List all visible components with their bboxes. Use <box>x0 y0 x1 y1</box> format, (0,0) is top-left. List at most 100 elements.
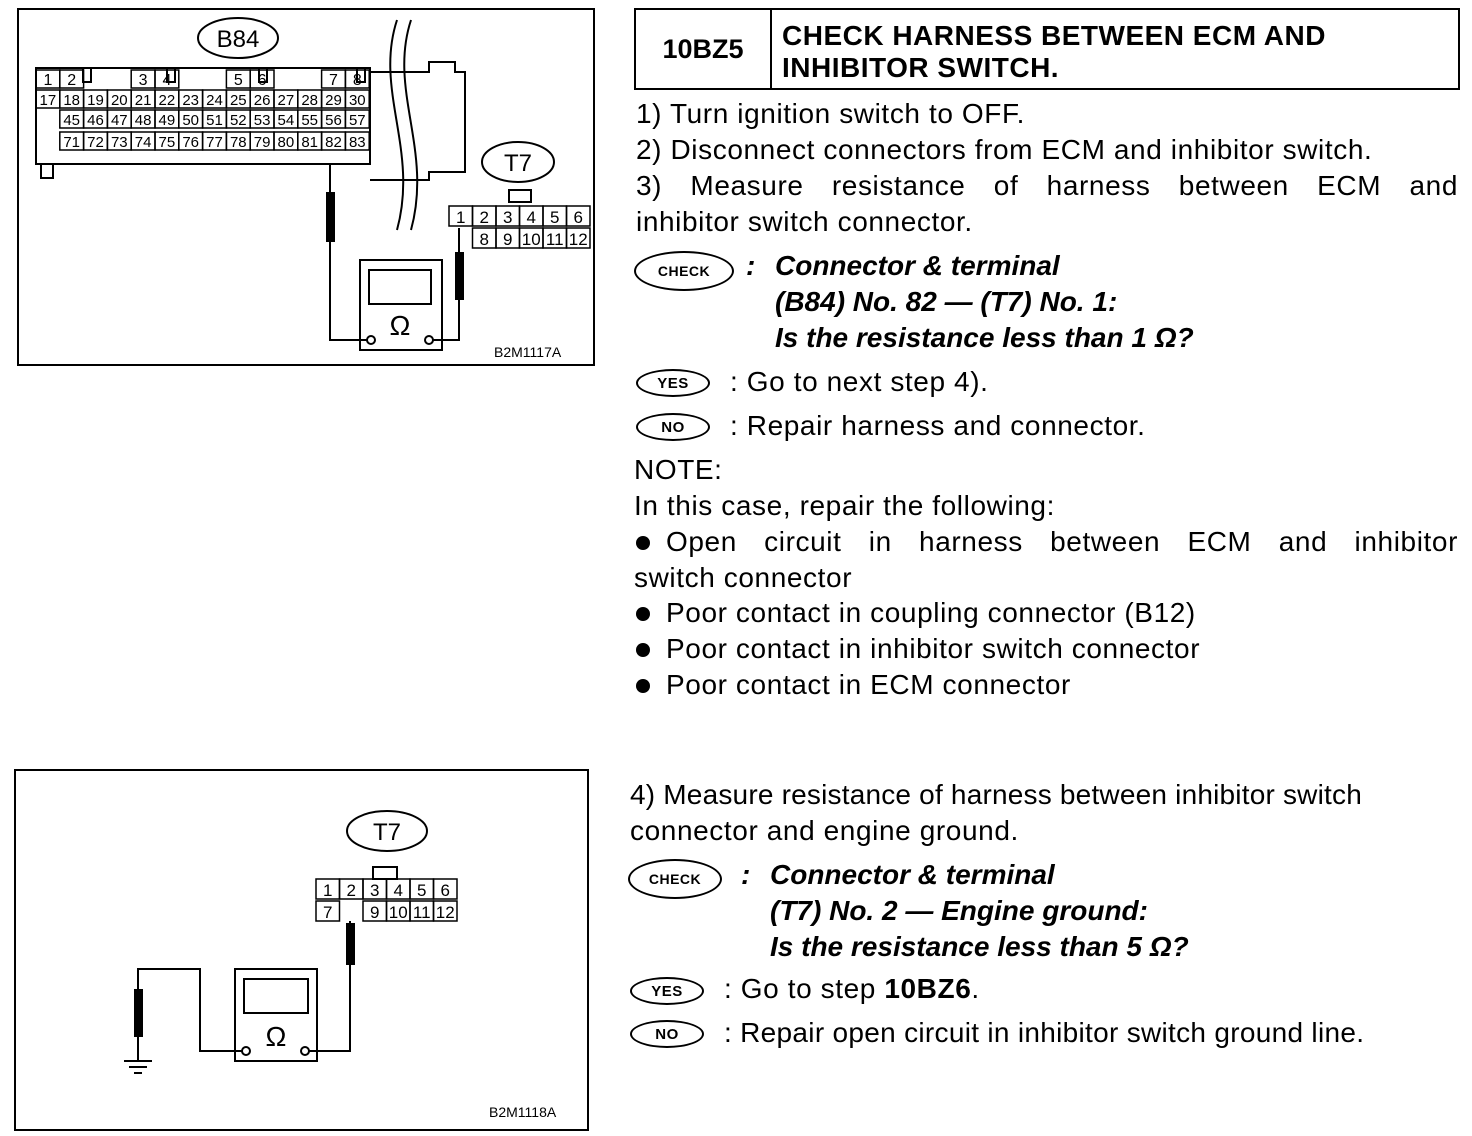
check-line-3: Is the resistance less than 5 Ω? <box>770 931 1189 962</box>
cut-line-left <box>389 19 405 231</box>
b84-label-oval <box>197 17 279 59</box>
no-text: : Repair open circuit in inhibitor switc… <box>724 1017 1365 1048</box>
terminal-number: 2 <box>67 72 76 89</box>
terminal-cell <box>249 69 275 89</box>
terminal-number: 6 <box>574 208 583 227</box>
terminal-number: 74 <box>135 134 152 151</box>
no-badge: NO <box>636 413 710 441</box>
terminal-number: 25 <box>230 92 247 109</box>
check-line-1: Connector & terminal <box>770 859 1055 890</box>
terminal-number: 4 <box>527 208 536 227</box>
terminal-number: 45 <box>63 112 80 129</box>
terminal-number: 79 <box>254 134 271 151</box>
terminal-cell <box>315 900 341 922</box>
instruction-3-line2: inhibitor switch connector. <box>636 206 973 237</box>
b84-label: B84 <box>217 26 260 53</box>
terminal-number: 71 <box>63 134 80 151</box>
check-badge: CHECK <box>634 251 734 291</box>
no-badge: NO <box>630 1020 704 1048</box>
terminal-number: 3 <box>139 72 148 89</box>
terminal-number: 53 <box>254 112 271 129</box>
terminal-cell <box>344 89 370 109</box>
cut-line-right <box>403 19 419 231</box>
step4-instruction-line1: 4) Measure resistance of harness between… <box>630 779 1362 810</box>
ohmmeter <box>359 259 443 351</box>
terminal-number: 30 <box>349 92 366 109</box>
figure-code: B2M1117A <box>494 344 562 360</box>
terminal-number: 73 <box>111 134 128 151</box>
terminal-number: 12 <box>436 903 455 922</box>
terminal-number: 51 <box>206 112 223 129</box>
terminal-number: 76 <box>182 134 199 151</box>
ohmmeter <box>234 968 318 1062</box>
check-line-2: (B84) No. 82 — (T7) No. 1: <box>775 286 1118 317</box>
terminal-number: 23 <box>182 92 199 109</box>
terminal-number: 47 <box>111 112 128 129</box>
terminal-number: 21 <box>135 92 152 109</box>
terminal-number: 17 <box>40 92 57 109</box>
terminal-number: 52 <box>230 112 247 129</box>
t7-label: T7 <box>504 150 532 177</box>
terminal-number: 29 <box>325 92 342 109</box>
terminal-number: 7 <box>329 72 338 89</box>
terminal-number: 78 <box>230 134 247 151</box>
check-colon: : <box>746 250 756 281</box>
check-line-1: Connector & terminal <box>775 250 1060 281</box>
terminal-number: 80 <box>278 134 295 151</box>
instruction-2: 2) Disconnect connectors from ECM and in… <box>636 134 1373 165</box>
probe-t7 <box>455 252 464 300</box>
terminal-number: 48 <box>135 112 152 129</box>
terminal-number: 12 <box>569 230 588 249</box>
terminal-number: 18 <box>63 92 80 109</box>
terminal-cell <box>344 69 370 89</box>
note-label: NOTE: <box>634 454 723 485</box>
terminal-number: 5 <box>234 72 243 89</box>
terminal-cell <box>344 131 370 151</box>
terminal-number: 83 <box>349 134 366 151</box>
check-colon: : <box>741 859 751 890</box>
step4-instruction-line2: connector and engine ground. <box>630 815 1019 846</box>
no-text: : Repair harness and connector. <box>730 410 1146 441</box>
terminal-number: 5 <box>417 881 426 900</box>
t7-label-oval <box>481 141 555 183</box>
t7-latch <box>508 189 532 203</box>
instruction-3-line1: 3) Measure resistance of harness between… <box>636 170 1458 201</box>
figure-code: B2M1118A <box>489 1104 557 1120</box>
terminal-number: 54 <box>278 112 295 129</box>
terminal-number: 4 <box>394 881 403 900</box>
ecm-connector-b84 <box>35 61 466 181</box>
terminal-number: 19 <box>87 92 104 109</box>
yes-suffix: . <box>971 973 980 1004</box>
terminal-number: 2 <box>480 208 489 227</box>
step-title-line2: INHIBITOR SWITCH. <box>782 52 1060 83</box>
step-id: 10BZ5 <box>636 10 772 88</box>
note-item-3: Poor contact in inhibitor switch connect… <box>666 633 1201 664</box>
ohm-symbol: Ω <box>390 310 411 341</box>
note-item-2: Poor contact in coupling connector (B12) <box>666 597 1196 628</box>
terminal-number: 8 <box>353 72 362 89</box>
terminal-number: 75 <box>159 134 176 151</box>
terminal-number: 2 <box>347 881 356 900</box>
terminal-number: 1 <box>456 208 465 227</box>
terminal-number: 57 <box>349 112 366 129</box>
t7-latch <box>372 866 398 880</box>
terminal-number: 56 <box>325 112 342 129</box>
terminal-number: 6 <box>441 881 450 900</box>
terminal-number: 55 <box>301 112 318 129</box>
terminal-number: 6 <box>258 72 267 89</box>
t7-label: T7 <box>373 819 401 846</box>
check-badge: CHECK <box>628 859 722 899</box>
probe-ground <box>134 989 143 1037</box>
terminal-number: 24 <box>206 92 223 109</box>
yes-text: : Go to next step 4). <box>730 366 989 397</box>
yes-prefix: : Go to step <box>724 973 885 1004</box>
terminal-number: 10 <box>389 903 408 922</box>
terminal-number: 9 <box>503 230 512 249</box>
terminal-cell <box>565 205 591 227</box>
note-intro: In this case, repair the following: <box>634 490 1055 521</box>
terminal-number: 50 <box>182 112 199 129</box>
